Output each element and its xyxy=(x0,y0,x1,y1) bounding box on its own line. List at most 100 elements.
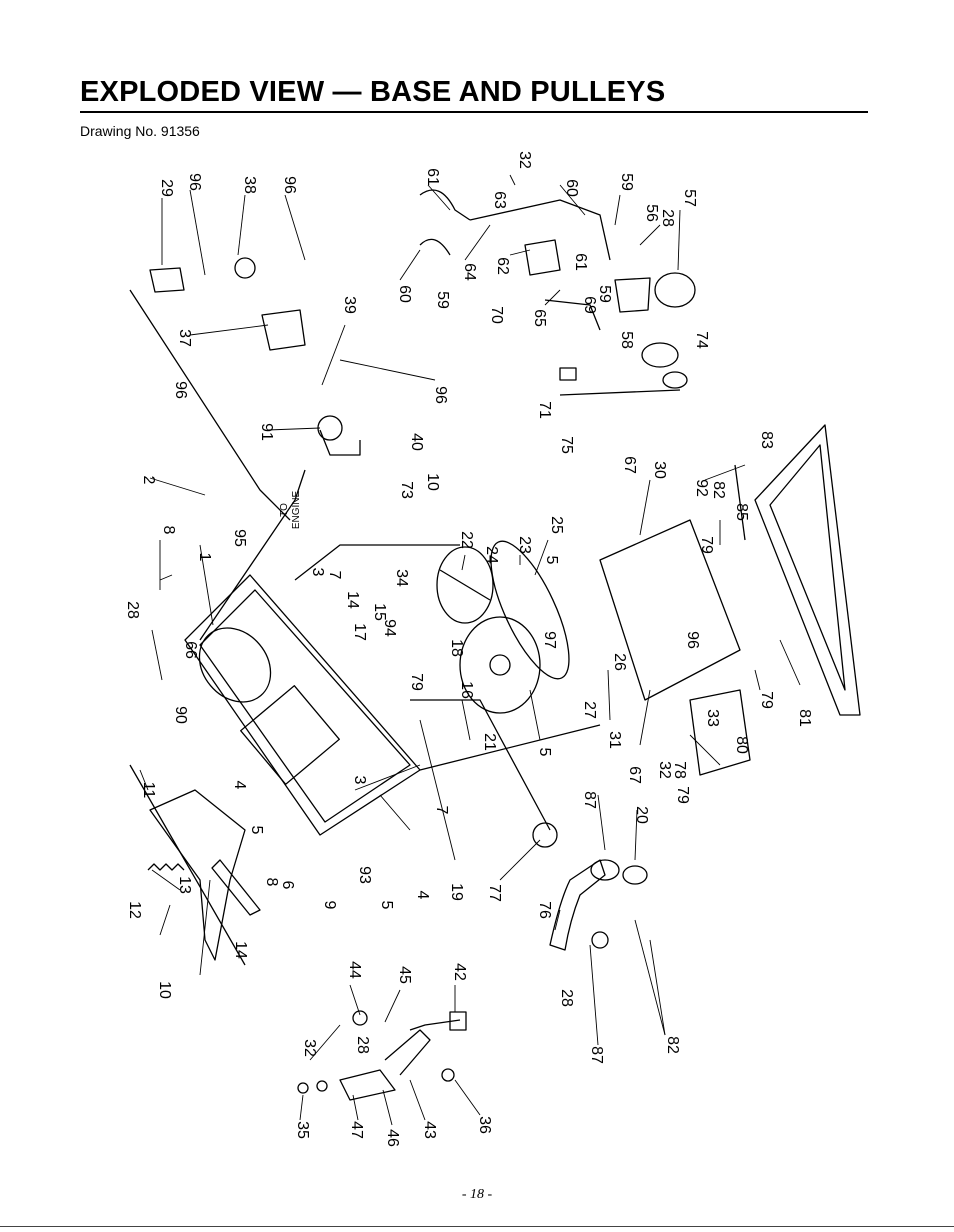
callout-9: 9 xyxy=(321,901,338,910)
callout-6: 6 xyxy=(279,881,296,890)
callout-14: 14 xyxy=(232,941,249,959)
deck-plate xyxy=(754,424,861,716)
callout-32: 32 xyxy=(516,151,533,169)
callout-63: 63 xyxy=(491,191,508,209)
callout-60: 60 xyxy=(563,179,580,197)
callout-33: 33 xyxy=(704,709,721,727)
callout-23: 23 xyxy=(516,536,533,554)
callout-1: 1 xyxy=(196,553,213,562)
callout-22: 22 xyxy=(458,531,475,549)
callout-16: 16 xyxy=(458,681,475,699)
callout-97: 97 xyxy=(541,631,558,649)
callout-91: 91 xyxy=(258,423,275,441)
callout-5: 5 xyxy=(378,901,395,910)
callout-2: 2 xyxy=(140,476,157,485)
callout-45: 45 xyxy=(396,966,413,984)
callout-36: 36 xyxy=(476,1116,493,1134)
callout-12: 12 xyxy=(126,901,143,919)
callout-90: 90 xyxy=(172,706,189,724)
callout-75: 75 xyxy=(558,436,575,454)
callout-10: 10 xyxy=(156,981,173,999)
page-title: EXPLODED VIEW — BASE AND PULLEYS xyxy=(80,76,666,108)
callout-39: 39 xyxy=(341,296,358,314)
callout-10: 10 xyxy=(424,473,441,491)
callout-30: 30 xyxy=(651,461,668,479)
callout-28: 28 xyxy=(124,601,141,619)
callout-93: 93 xyxy=(356,866,373,884)
engine-mount xyxy=(599,519,741,701)
callout-8: 8 xyxy=(160,526,177,535)
callout-59: 59 xyxy=(596,285,613,303)
callout-78: 78 xyxy=(671,761,688,779)
callout-87: 87 xyxy=(588,1046,605,1064)
callout-42: 42 xyxy=(451,963,468,981)
callout-26: 26 xyxy=(611,653,628,671)
callout-14: 14 xyxy=(344,591,361,609)
callout-82: 82 xyxy=(664,1036,681,1054)
callout-73: 73 xyxy=(398,481,415,499)
page-number: - 18 - xyxy=(461,1187,493,1202)
callout-65: 65 xyxy=(531,309,548,327)
callout-44: 44 xyxy=(346,961,363,979)
callout-8: 8 xyxy=(263,878,280,887)
callout-64: 64 xyxy=(461,263,478,281)
callout-4: 4 xyxy=(231,781,248,790)
callout-5: 5 xyxy=(536,748,553,757)
callout-87: 87 xyxy=(581,791,598,809)
callout-7: 7 xyxy=(433,806,450,815)
lever-assembly xyxy=(149,789,246,961)
callout-28: 28 xyxy=(659,209,676,227)
callout-29: 29 xyxy=(158,179,175,197)
callout-32: 32 xyxy=(656,761,673,779)
callout-46: 46 xyxy=(384,1129,401,1147)
callout-7: 7 xyxy=(326,571,343,580)
title-rule xyxy=(80,111,868,113)
callout-21: 21 xyxy=(481,733,498,751)
callout-58: 58 xyxy=(618,331,635,349)
callout-92: 92 xyxy=(693,479,710,497)
callout-25: 25 xyxy=(548,516,565,534)
callout-4: 4 xyxy=(414,891,431,900)
spring-12 xyxy=(147,863,185,871)
callout-38: 38 xyxy=(241,176,258,194)
callout-40: 40 xyxy=(408,433,425,451)
callout-62: 62 xyxy=(494,257,511,275)
callout-83: 83 xyxy=(758,431,775,449)
callout-85: 85 xyxy=(733,503,750,521)
callout-5: 5 xyxy=(248,826,265,835)
bracket-62 xyxy=(524,239,561,276)
callout-24: 24 xyxy=(483,546,500,564)
pipe-76 xyxy=(549,859,606,951)
callout-96: 96 xyxy=(172,381,189,399)
callout-82: 82 xyxy=(710,481,727,499)
callout-57: 57 xyxy=(681,189,698,207)
callout-96: 96 xyxy=(684,631,701,649)
bracket-29 xyxy=(149,267,185,293)
base-opening xyxy=(198,627,272,703)
callout-32: 32 xyxy=(301,1039,318,1057)
callout-19: 19 xyxy=(448,883,465,901)
drawing-number: Drawing No. 91356 xyxy=(80,123,200,139)
pulley-22 xyxy=(436,546,494,624)
callout-96: 96 xyxy=(186,173,203,191)
callout-80: 80 xyxy=(733,736,750,754)
callout-20: 20 xyxy=(633,806,650,824)
callout-96: 96 xyxy=(432,386,449,404)
throttle-linkage xyxy=(339,1069,396,1101)
callout-61: 61 xyxy=(572,253,589,271)
callout-35: 35 xyxy=(294,1121,311,1139)
callout-56: 56 xyxy=(643,204,660,222)
to-engine-label-line1: TO xyxy=(279,503,290,517)
pulley-21 xyxy=(459,616,541,714)
motor-57 xyxy=(654,272,696,308)
callout-27: 27 xyxy=(581,701,598,719)
exploded-view-diagram: 29 96 38 96 61 32 63 60 59 56 28 57 60 5… xyxy=(124,151,861,1147)
callout-18: 18 xyxy=(448,639,465,657)
callout-76: 76 xyxy=(536,901,553,919)
callout-43: 43 xyxy=(421,1121,438,1139)
callout-5: 5 xyxy=(543,556,560,565)
callout-79: 79 xyxy=(698,536,715,554)
callout-79: 79 xyxy=(758,691,775,709)
callout-3: 3 xyxy=(309,568,326,577)
callout-59: 59 xyxy=(434,291,451,309)
